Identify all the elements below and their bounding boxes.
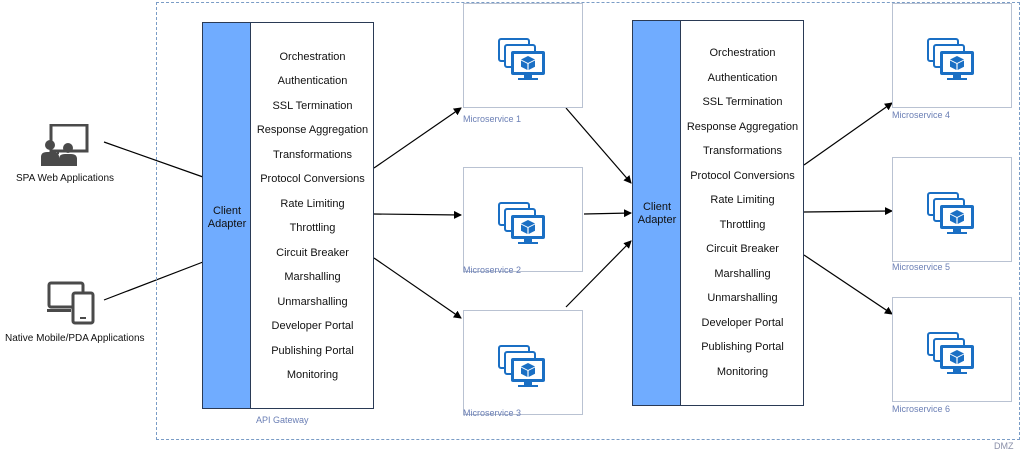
connector-mobile-to-gateway xyxy=(103,261,204,301)
feature-item: Publishing Portal xyxy=(271,345,354,357)
arrow-microservice-1-to-inner-gateway xyxy=(565,107,632,184)
dmz-boundary xyxy=(156,2,1020,440)
feature-item: Unmarshalling xyxy=(707,292,778,304)
microservice-6 xyxy=(892,297,1012,402)
feature-item: Unmarshalling xyxy=(277,296,348,308)
arrow-inner-gateway-to-microservice-4 xyxy=(803,102,893,166)
feature-item: Orchestration xyxy=(709,47,776,59)
arrow-inner-gateway-to-microservice-6 xyxy=(803,254,893,315)
microservice-label: Microservice 4 xyxy=(892,110,951,120)
feature-item: Circuit Breaker xyxy=(276,247,349,259)
client-label-mobile: Native Mobile/PDA Applications xyxy=(5,333,145,344)
presentation-users-icon xyxy=(41,123,91,173)
virtual-machine-icon xyxy=(498,345,550,394)
virtual-machine-icon xyxy=(498,202,550,251)
feature-item: Transformations xyxy=(272,149,353,161)
virtual-machine-icon xyxy=(498,38,550,87)
feature-item: Marshalling xyxy=(284,271,341,283)
inner-gateway: Client Adapter Orchestration Authenticat… xyxy=(632,20,804,406)
arrow-gateway-to-microservice-3 xyxy=(373,257,462,319)
virtual-machine-icon xyxy=(927,332,979,381)
feature-item: Publishing Portal xyxy=(701,341,784,353)
client-adapter-label: Client Adapter xyxy=(637,201,677,226)
arrow-gateway-to-microservice-2 xyxy=(373,210,462,219)
arrow-inner-gateway-to-microservice-5 xyxy=(803,207,893,216)
feature-item: Orchestration xyxy=(279,51,346,63)
arrow-microservice-3-to-inner-gateway xyxy=(565,240,632,308)
feature-item: Rate Limiting xyxy=(710,194,775,206)
feature-item: Rate Limiting xyxy=(280,198,345,210)
feature-item: Response Aggregation xyxy=(686,121,799,133)
feature-item: Authentication xyxy=(707,72,778,84)
feature-item: SSL Termination xyxy=(272,100,353,112)
feature-item: Monitoring xyxy=(286,369,339,381)
microservice-5 xyxy=(892,157,1012,262)
microservice-label: Microservice 1 xyxy=(463,114,522,124)
connector-spa-to-gateway xyxy=(103,141,204,178)
client-adapter: Client Adapter xyxy=(633,21,681,405)
microservice-label: Microservice 2 xyxy=(463,265,522,275)
feature-item: Protocol Conversions xyxy=(260,173,365,185)
feature-item: Marshalling xyxy=(714,268,771,280)
arrow-gateway-to-microservice-1 xyxy=(373,107,462,169)
feature-item: Throttling xyxy=(289,222,336,234)
mobile-devices-icon xyxy=(47,281,97,330)
api-gateway-label: API Gateway xyxy=(256,415,309,425)
microservice-label: Microservice 5 xyxy=(892,262,951,272)
microservice-1 xyxy=(463,3,583,108)
microservice-4 xyxy=(892,3,1012,108)
feature-item: SSL Termination xyxy=(702,96,783,108)
microservice-2 xyxy=(463,167,583,272)
feature-item: Authentication xyxy=(277,75,348,87)
feature-item: Protocol Conversions xyxy=(690,170,795,182)
feature-item: Monitoring xyxy=(716,366,769,378)
client-adapter-label: Client Adapter xyxy=(207,205,247,230)
virtual-machine-icon xyxy=(927,38,979,87)
feature-item: Circuit Breaker xyxy=(706,243,779,255)
feature-item: Response Aggregation xyxy=(256,124,369,136)
arrow-microservice-2-to-inner-gateway xyxy=(583,209,632,218)
feature-item: Throttling xyxy=(719,219,766,231)
api-gateway: Client Adapter Orchestration Authenticat… xyxy=(202,22,374,409)
dmz-label: DMZ xyxy=(994,441,1014,451)
virtual-machine-icon xyxy=(927,192,979,241)
microservice-3 xyxy=(463,310,583,415)
feature-item: Developer Portal xyxy=(271,320,354,332)
client-label-spa: SPA Web Applications xyxy=(16,173,115,184)
feature-item: Developer Portal xyxy=(701,317,784,329)
client-adapter: Client Adapter xyxy=(203,23,251,408)
microservice-label: Microservice 3 xyxy=(463,408,522,418)
microservice-label: Microservice 6 xyxy=(892,404,951,414)
feature-item: Transformations xyxy=(702,145,783,157)
